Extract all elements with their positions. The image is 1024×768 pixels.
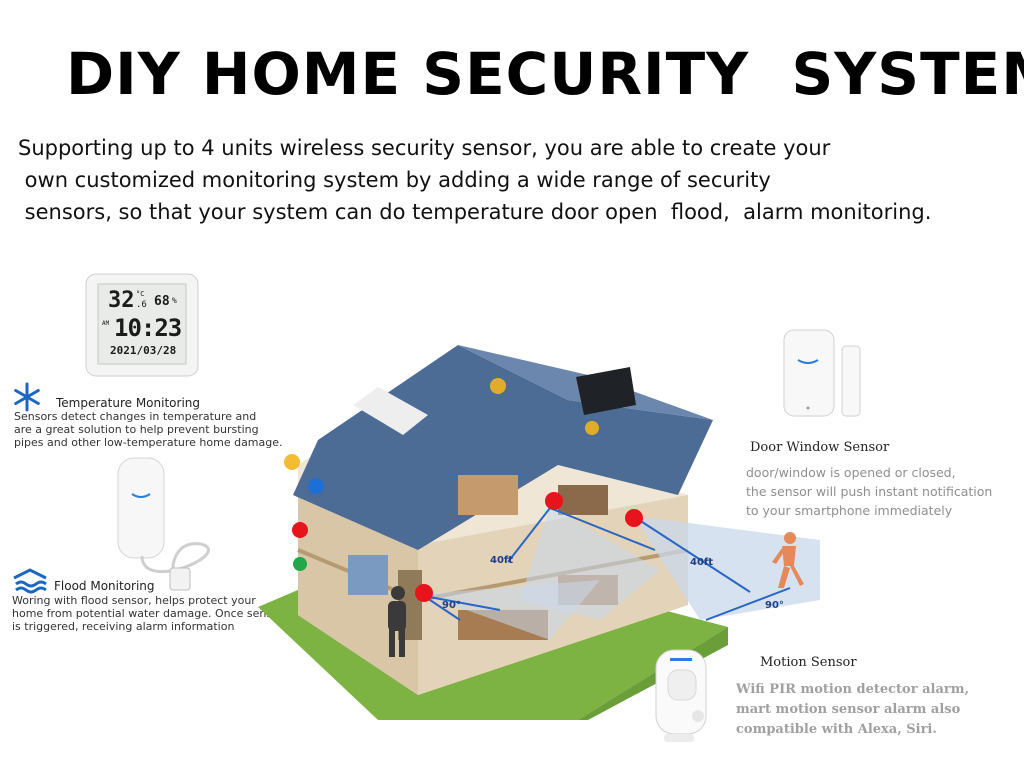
thermo-humidity: 68: [154, 294, 170, 309]
door-sensor-text: door/window is opened or closed, the sen…: [746, 463, 992, 520]
thermo-date: 2021/03/28: [110, 344, 177, 357]
door-window-sensor-device: [783, 329, 861, 417]
motion-sensor-device: [655, 649, 707, 742]
thermo-time: 10:23: [114, 314, 182, 342]
door-sensor-title: Door Window Sensor: [750, 440, 890, 455]
distance-label: 40ft: [490, 555, 514, 566]
motion-sensor-line: mart motion sensor alarm also: [736, 702, 961, 717]
flood-sensor-device: [117, 457, 210, 591]
door-sensor-line: door/window is opened or closed,: [746, 465, 956, 480]
flood-text: Woring with flood sensor, helps protect …: [12, 594, 283, 633]
temperature-line: Sensors detect changes in temperature an…: [14, 410, 257, 423]
motion-sensor-line: compatible with Alexa, Siri.: [736, 722, 937, 737]
page-title: DIY HOME SECURITY SYSTEM: [66, 40, 1024, 108]
motion-sensor-title: Motion Sensor: [760, 655, 857, 670]
door-sensor-line: the sensor will push instant notificatio…: [746, 484, 993, 499]
thermo-temp: 32: [108, 288, 135, 313]
angle-label: 90°: [442, 600, 461, 611]
snowflake-icon: [14, 382, 40, 412]
motion-sensor-line: Wifi PIR motion detector alarm,: [736, 682, 970, 697]
water-waves-icon: [13, 568, 47, 594]
flood-line: is triggered, receiving alarm informatio…: [12, 620, 235, 633]
angle-label: 90°: [765, 600, 784, 611]
sensor-markers: [284, 378, 643, 602]
thermo-temp-decimal: .6: [136, 300, 147, 310]
temperature-title: Temperature Monitoring: [56, 396, 200, 410]
temperature-text: Sensors detect changes in temperature an…: [14, 410, 283, 449]
thermometer-device: [85, 273, 199, 377]
temperature-line: are a great solution to help prevent bur…: [14, 423, 259, 436]
intro-text: Supporting up to 4 units wireless securi…: [18, 132, 931, 228]
thermometer-screen: 32 .6 °C 68 % AM 10:23 2021/03/28: [100, 286, 184, 362]
intro-line: own customized monitoring system by addi…: [18, 168, 771, 192]
intro-line: Supporting up to 4 units wireless securi…: [18, 136, 831, 160]
distance-label: 40ft: [690, 557, 714, 568]
thermo-am: AM: [102, 320, 110, 327]
motion-beams: [422, 506, 820, 640]
temperature-line: pipes and other low-temperature home dam…: [14, 436, 283, 449]
thermo-humidity-unit: %: [172, 296, 177, 305]
intruder-figure: [772, 532, 804, 588]
flood-title: Flood Monitoring: [54, 579, 155, 593]
intro-line: sensors, so that your system can do temp…: [18, 200, 932, 224]
flood-line: Woring with flood sensor, helps protect …: [12, 594, 256, 607]
thermo-unit: °C: [136, 290, 145, 298]
house-illustration: [258, 345, 728, 720]
motion-sensor-text: Wifi PIR motion detector alarm, mart mot…: [736, 680, 969, 740]
flood-line: home from potential water damage. Once s…: [12, 607, 284, 620]
door-sensor-line: to your smartphone immediately: [746, 503, 953, 518]
